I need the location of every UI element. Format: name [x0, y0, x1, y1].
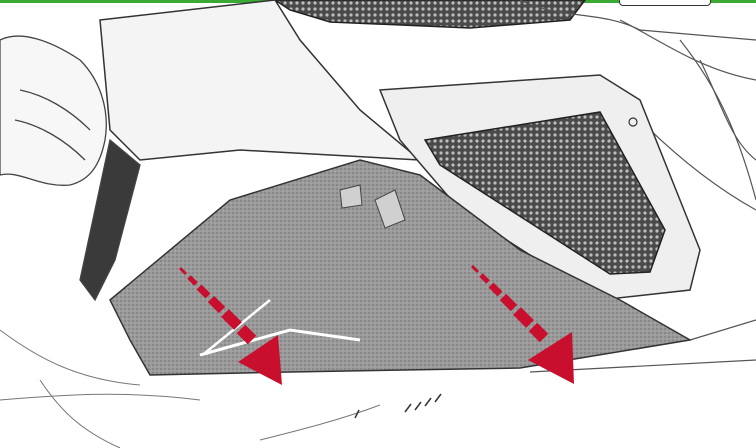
upper-radiator-grille	[275, 0, 585, 28]
